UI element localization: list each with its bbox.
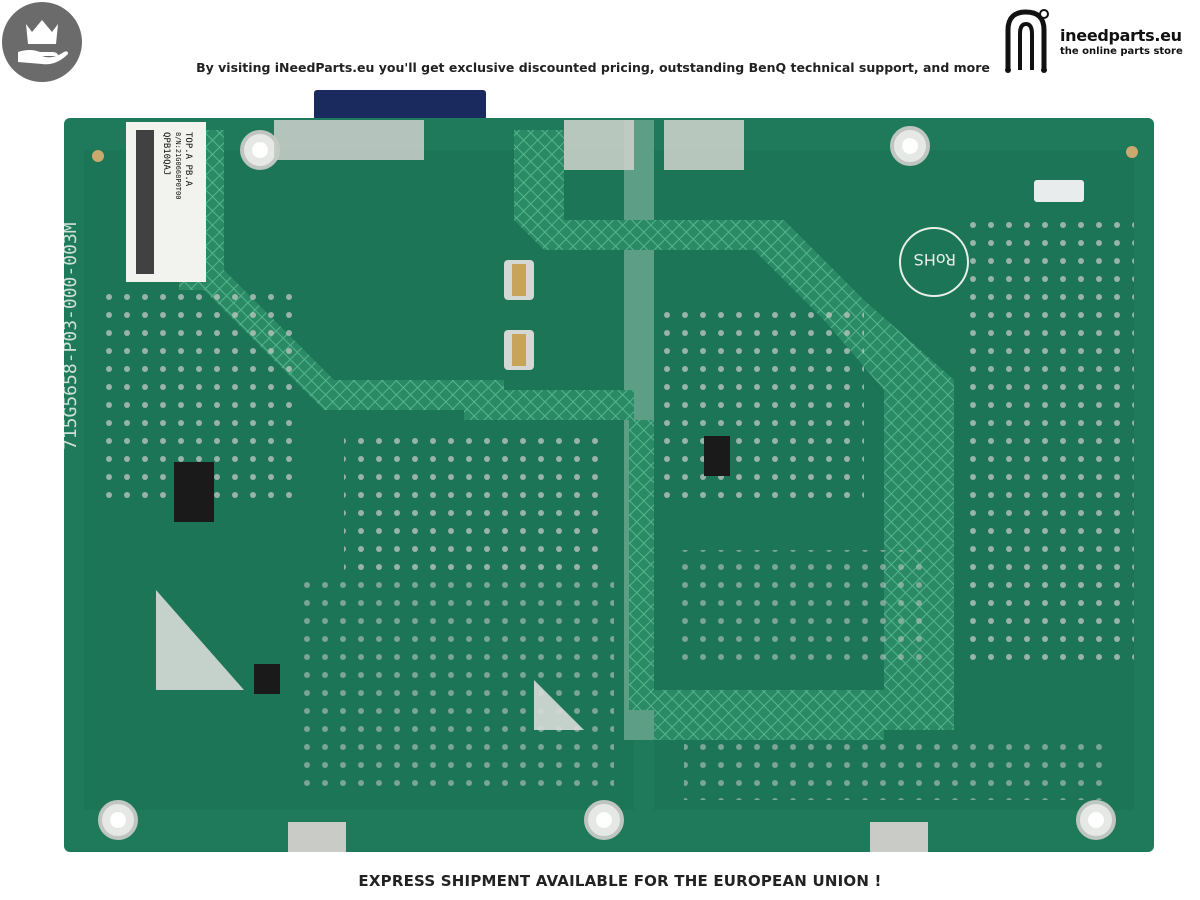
label-line-1: QPB10QAJ [161, 132, 171, 175]
crown-hand-icon [18, 20, 68, 65]
white-plug [1034, 180, 1084, 202]
crown-logo[interactable] [2, 2, 82, 82]
svg-text:RoHS: RoHS [914, 250, 956, 269]
brand-name: ineedparts.eu [1060, 26, 1182, 45]
label-line-3: 8/N:21G0668P0T00 [174, 132, 182, 199]
cn601 [564, 120, 634, 170]
brand-tagline: the online parts store [1060, 46, 1183, 57]
brand-mark-icon [1005, 9, 1049, 73]
brand-logo[interactable]: ineedparts.eu the online parts store [998, 4, 1188, 76]
label-line-2: TOP.A PB.A [183, 132, 193, 187]
cn602 [664, 120, 744, 170]
promo-headline: By visiting iNeedParts.eu you'll get exc… [196, 60, 990, 75]
ac-connector [314, 90, 486, 120]
part-number: 715G5658-P03-000-003M [64, 222, 81, 450]
pcb-board-image: QPB10QAJ TOP.A PB.A 8/N:21G0668P0T00 715… [64, 90, 1154, 852]
ic-chip [174, 462, 214, 522]
shipping-banner: EXPRESS SHIPMENT AVAILABLE FOR THE EUROP… [358, 872, 882, 890]
